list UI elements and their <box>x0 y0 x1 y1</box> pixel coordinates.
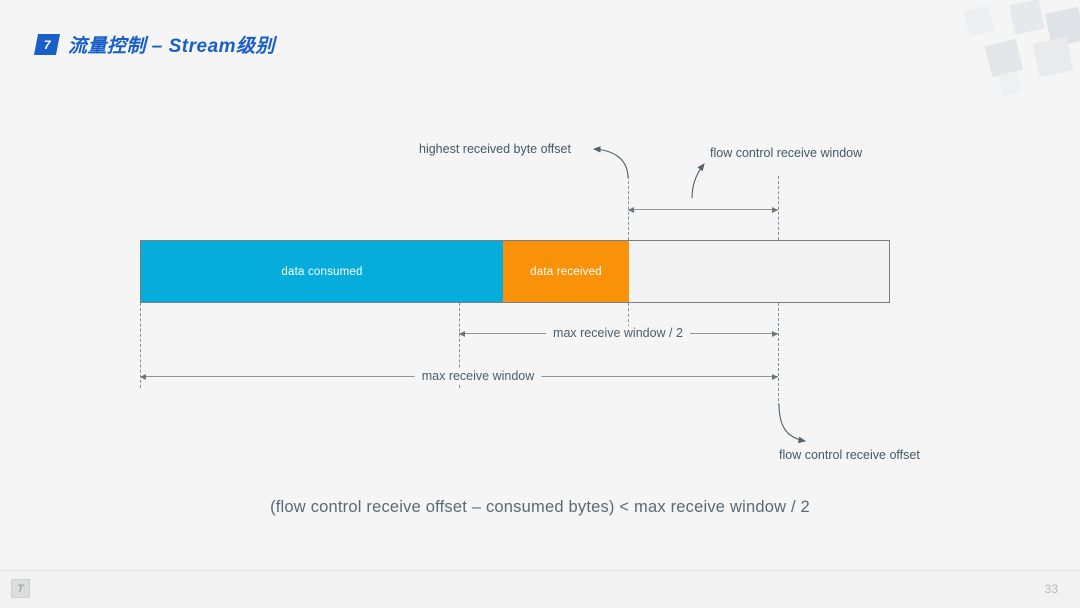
measure-label-max-receive-window: max receive window <box>414 369 542 383</box>
arrow-highest-received-byte-offset <box>592 146 629 179</box>
guide-consumed-start <box>140 303 141 388</box>
brand-logo-glyph: T <box>17 582 24 595</box>
bar-segment-data-consumed: data consumed <box>141 241 503 302</box>
guide-highest-received-offset-bottom <box>628 303 629 333</box>
measure-label-max-receive-window-half: max receive window / 2 <box>546 326 690 340</box>
guide-consumed-end <box>459 303 460 388</box>
page-number: 33 <box>1044 582 1058 596</box>
brand-logo-icon: T <box>11 579 30 598</box>
annotation-highest-received-byte-offset: highest received byte offset <box>419 142 571 156</box>
arrow-flow-control-receive-window <box>691 163 705 199</box>
slide-footer: T 33 <box>0 570 1080 608</box>
page-title: 流量控制 – Stream级别 <box>68 36 276 57</box>
receive-buffer-bar: data consumed data received <box>140 240 890 303</box>
bar-segment-label: data consumed <box>281 265 363 278</box>
guide-flow-control-offset-top <box>778 176 779 240</box>
slide-header: 7 流量控制 – Stream级别 <box>33 31 276 58</box>
formula-text: (flow control receive offset – consumed … <box>270 498 810 516</box>
measure-flow-control-receive-window <box>628 206 778 213</box>
arrow-flow-control-receive-offset <box>778 403 807 444</box>
flow-control-diagram: highest received byte offset flow contro… <box>140 142 920 516</box>
bar-segment-data-received: data received <box>503 241 629 302</box>
annotation-flow-control-receive-window: flow control receive window <box>710 146 863 160</box>
guide-flow-control-offset-bottom <box>778 303 779 406</box>
bar-segment-label: data received <box>530 265 602 278</box>
annotation-flow-control-receive-offset: flow control receive offset <box>779 448 920 462</box>
